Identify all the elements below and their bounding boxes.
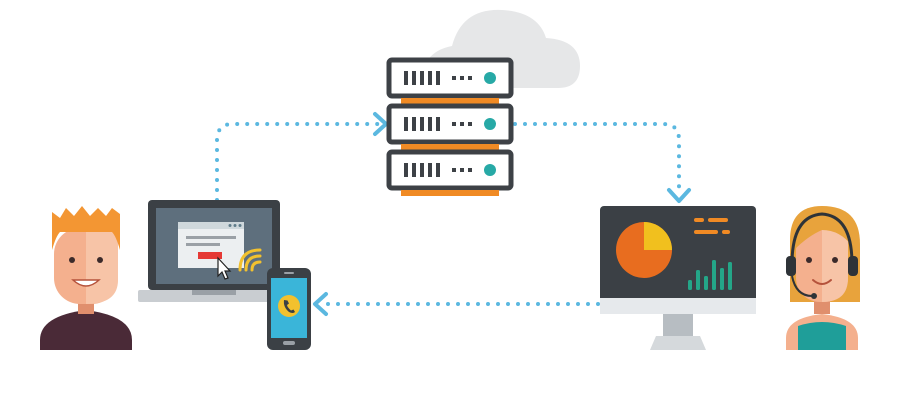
status-led-icon xyxy=(484,72,496,84)
man-avatar-icon xyxy=(40,206,132,350)
connector-monitor-phone xyxy=(313,292,600,316)
connector-server-monitor xyxy=(513,122,691,203)
bar-icon xyxy=(712,260,716,290)
woman-headset-avatar-icon xyxy=(786,206,860,350)
server-unit-2 xyxy=(404,117,496,131)
bar-icon xyxy=(688,280,692,290)
status-led-icon xyxy=(484,164,496,176)
wifi-signal-icon xyxy=(238,248,262,272)
pie-chart-icon xyxy=(616,222,672,278)
legend-lines-icon xyxy=(694,218,730,234)
laptop-icon xyxy=(138,200,290,302)
bar-icon xyxy=(728,262,732,290)
cursor-icon xyxy=(217,256,232,280)
headset-icon xyxy=(786,212,858,299)
server-rack-icon xyxy=(386,57,514,196)
connector-laptop-server xyxy=(215,112,388,202)
status-led-icon xyxy=(484,118,496,130)
smartphone-call-icon xyxy=(267,268,311,350)
server-unit-1 xyxy=(404,71,496,85)
bar-icon xyxy=(720,268,724,290)
browser-window-icon xyxy=(178,222,244,268)
bar-icon xyxy=(696,270,700,290)
monitor-analytics-icon xyxy=(600,206,756,350)
server-unit-3 xyxy=(404,163,496,177)
bar-chart-icon xyxy=(688,260,732,290)
bar-icon xyxy=(704,276,708,290)
